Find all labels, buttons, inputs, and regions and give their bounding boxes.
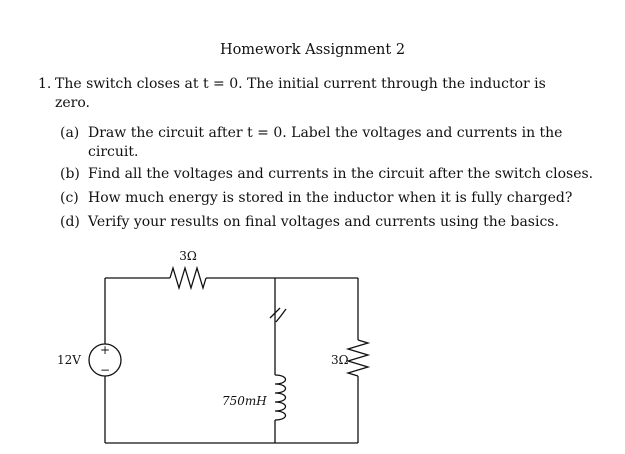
part-a-label: (a) (60, 125, 80, 141)
page-title: Homework Assignment 2 (219, 42, 406, 58)
part-c-label: (c) (60, 190, 79, 206)
part-b-label: (b) (60, 166, 80, 182)
right-resistor-label: 3Ω (331, 353, 349, 367)
problem-text-line-2: zero. (55, 95, 90, 111)
source-voltage-label: 12V (57, 353, 81, 367)
part-c-line-1: How much energy is stored in the inducto… (88, 190, 573, 206)
problem-text-line-1: The switch closes at t = 0. The initial … (55, 76, 546, 92)
inductor-label: 750mH (222, 394, 267, 408)
part-a-line-2: circuit. (88, 144, 139, 160)
voltage-source (88, 343, 122, 377)
part-a-line-1: Draw the circuit after t = 0. Label the … (88, 125, 563, 141)
part-d-label: (d) (60, 214, 80, 230)
part-d-line-1: Verify your results on final voltages an… (88, 214, 559, 230)
inductor-coil (274, 374, 287, 421)
top-resistor-label: 3Ω (179, 249, 197, 263)
problem-number: 1. (38, 76, 52, 92)
source-plus-sign: + (100, 343, 110, 357)
source-minus-sign: − (100, 363, 110, 377)
right-resistor (345, 339, 371, 377)
top-resistor (169, 265, 207, 291)
part-b-line-1: Find all the voltages and currents in th… (88, 166, 594, 182)
switch-symbol (269, 307, 287, 323)
